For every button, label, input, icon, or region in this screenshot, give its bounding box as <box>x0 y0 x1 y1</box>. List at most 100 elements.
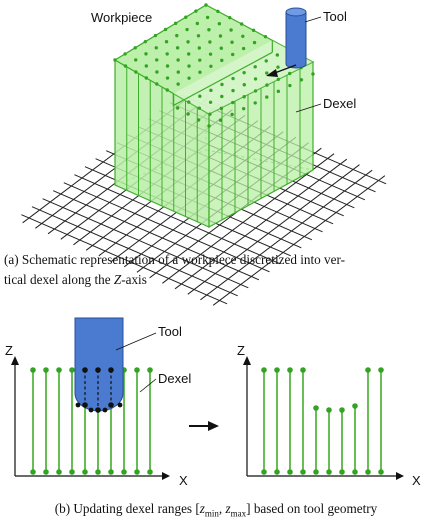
dexel-top-point <box>378 367 384 373</box>
dexel-point <box>252 40 257 45</box>
dexel-bottom-point <box>43 469 49 475</box>
dexel-point <box>155 70 159 74</box>
dexel-point <box>175 33 179 38</box>
dexel-point <box>165 88 169 92</box>
dexel-point <box>187 76 191 80</box>
transition-arrow-icon <box>189 421 219 431</box>
tool-cylinder-3d <box>285 7 307 69</box>
dexel-leader-a <box>295 103 322 113</box>
dexel-point <box>231 52 235 57</box>
z-axis-arrow-icon-right <box>243 356 251 365</box>
dexel-top-point <box>56 367 62 373</box>
dexel-point <box>219 46 223 50</box>
dexel-point <box>184 15 188 19</box>
dexel-point <box>175 106 180 110</box>
tool-contact-point <box>75 402 81 408</box>
removed-point <box>82 367 88 373</box>
dexel-label-b: Dexel <box>158 371 191 386</box>
dexel-point <box>176 82 180 86</box>
dexel-point <box>186 112 190 116</box>
dexel-bottom-point <box>313 469 319 475</box>
grid-line <box>200 169 373 301</box>
dexel-point <box>242 70 246 75</box>
dexel-point <box>143 39 148 44</box>
new-top-point <box>108 402 114 408</box>
dexel-point <box>155 82 159 86</box>
dexel-point <box>242 83 246 87</box>
dexel-point <box>265 71 269 75</box>
dexel-point <box>198 70 202 74</box>
dexel-point <box>220 82 224 87</box>
x-axis-arrow-icon-right <box>396 472 404 480</box>
dexel-point <box>218 118 223 122</box>
dexel-point <box>186 40 190 44</box>
dexel-point <box>207 28 211 32</box>
dexel-point <box>276 89 281 94</box>
dexel-lines-after <box>261 367 384 475</box>
z-axis-arrow-icon <box>11 356 19 365</box>
dexel-point <box>153 33 158 38</box>
dexel-point <box>185 27 189 32</box>
dexel-point <box>230 40 234 44</box>
grid-line <box>162 153 335 284</box>
removed-point <box>108 367 114 373</box>
grid-line <box>74 174 281 265</box>
dexel-point <box>311 72 315 76</box>
dexel-top-point <box>313 405 319 411</box>
dexel-point <box>187 64 191 68</box>
dexel-point <box>176 70 180 74</box>
dexel-bottom-point <box>108 469 114 475</box>
dexel-bottom-point <box>274 469 280 475</box>
dexel-point <box>207 124 211 128</box>
grid-line <box>31 206 238 297</box>
dexel-point <box>187 100 191 104</box>
tool-profile <box>74 317 124 413</box>
dexel-bottom-point <box>378 469 384 475</box>
dexel-point <box>229 28 233 32</box>
dexel-point <box>209 88 213 93</box>
dexel-point <box>205 15 210 20</box>
dexel-point <box>239 22 244 26</box>
dexel-top-point <box>147 367 153 373</box>
dexel-point <box>217 22 222 26</box>
dexel-point <box>231 88 235 93</box>
dexel-point <box>231 76 235 81</box>
dexel-bottom-point <box>56 469 62 475</box>
dexel-bottom-point <box>300 469 306 475</box>
dexel-label-a: Dexel <box>323 96 356 111</box>
dexel-point <box>216 9 220 14</box>
dexel-top-point <box>43 367 49 373</box>
dexel-point <box>276 65 280 69</box>
caption-b: (b) Updating dexel ranges [zmin, zmax] b… <box>54 501 378 519</box>
tool-top <box>285 7 307 17</box>
dexel-point <box>144 64 149 68</box>
grid-line <box>187 164 360 295</box>
dexel-point <box>113 58 117 62</box>
dexel-point <box>208 112 212 116</box>
dexel-point <box>219 106 224 111</box>
x-axis-label-right: X <box>412 473 421 488</box>
dexel-bottom-point <box>352 469 358 475</box>
dexel-point <box>253 77 258 81</box>
dexel-point <box>265 95 269 99</box>
dexel-point <box>220 94 224 99</box>
dexel-point <box>276 77 281 81</box>
tool-label-b: Tool <box>158 324 182 339</box>
dexel-bottom-point <box>69 469 75 475</box>
dexel-point <box>133 46 137 50</box>
dexel-bottom-point <box>82 469 88 475</box>
dexel-top-point <box>134 367 140 373</box>
tool-contact-point <box>117 402 123 408</box>
dexel-bottom-point <box>365 469 371 475</box>
dexel-point <box>208 100 213 104</box>
dexel-point <box>288 71 292 76</box>
removed-point <box>95 367 101 373</box>
dexel-leader-b <box>139 378 157 393</box>
grid-line <box>63 182 270 273</box>
dexel-point <box>154 46 158 50</box>
dexel-point <box>176 58 180 62</box>
dexel-point <box>220 58 224 63</box>
dexel-top-point <box>69 367 75 373</box>
new-top-point <box>95 407 101 413</box>
